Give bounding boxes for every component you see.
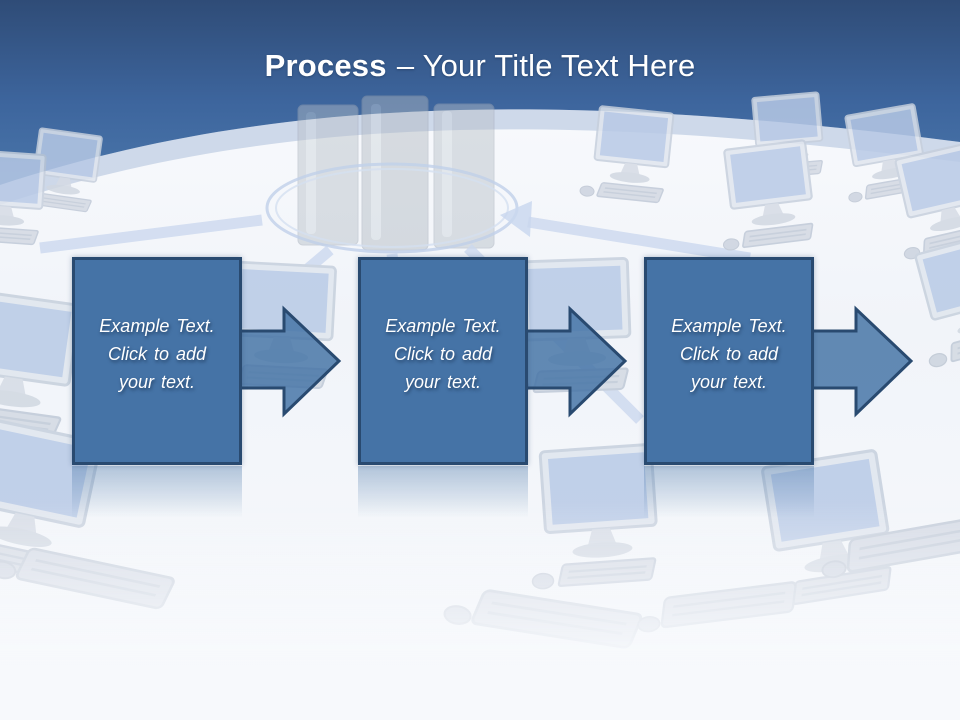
title-emphasis: Process [264, 48, 387, 83]
step-line: Example Text. [99, 316, 215, 336]
step-text: Example Text. Click to add your text. [385, 312, 500, 410]
step-reflection [644, 466, 814, 518]
step-line: Click to add [393, 344, 493, 364]
step-line: Click to add [679, 344, 779, 364]
step-reflection [72, 466, 242, 518]
workstation-icon [0, 148, 47, 247]
workstation-icon [578, 103, 675, 206]
step-line: Example Text. [385, 316, 501, 336]
step-line: your text. [118, 372, 195, 392]
header-curve [0, 0, 960, 185]
step-line: Example Text. [671, 316, 787, 336]
step-line: your text. [404, 372, 481, 392]
step-reflection [358, 466, 528, 518]
slide-title: Process – Your Title Text Here [0, 48, 960, 84]
connector-arrowhead-icon [500, 201, 532, 237]
process-step-3[interactable]: Example Text. Click to add your text. [644, 257, 814, 465]
step-text: Example Text. Click to add your text. [99, 312, 214, 410]
process-step-2[interactable]: Example Text. Click to add your text. [358, 257, 528, 465]
process-step-1[interactable]: Example Text. Click to add your text. [72, 257, 242, 465]
step-line: your text. [690, 372, 767, 392]
server-stack-icon [297, 95, 495, 251]
step-line: Click to add [107, 344, 207, 364]
title-rest: – Your Title Text Here [396, 48, 696, 83]
workstation-icon [0, 286, 82, 443]
workstation-icon [710, 138, 819, 252]
header-curve-shadow-band [0, 109, 960, 205]
bottom-fade [0, 500, 960, 720]
step-text: Example Text. Click to add your text. [671, 312, 786, 410]
